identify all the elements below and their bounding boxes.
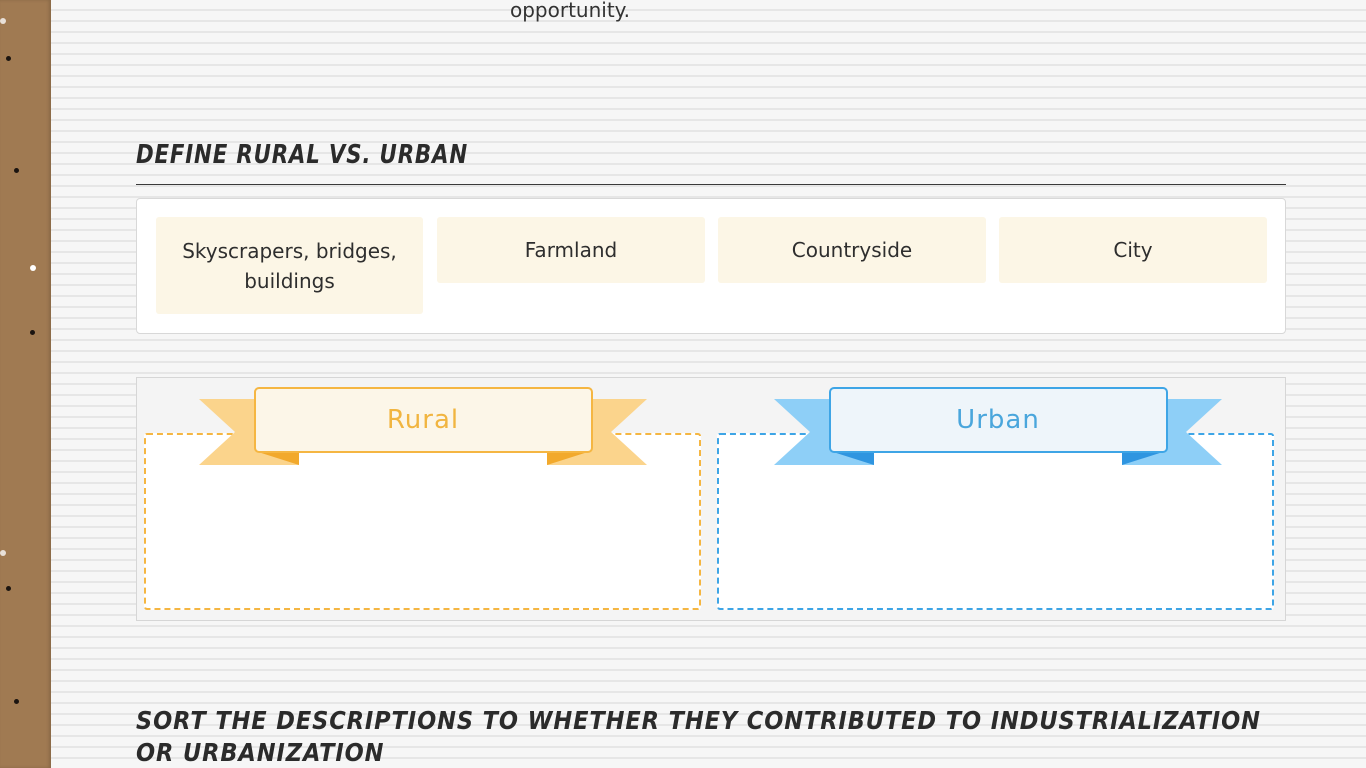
cork-speck <box>6 56 11 61</box>
draggable-card-countryside[interactable]: Countryside <box>718 217 986 283</box>
card-bank: Skyscrapers, bridges, buildings Farmland… <box>136 198 1286 334</box>
heading-divider <box>136 184 1286 185</box>
ribbon-shape <box>199 387 647 465</box>
define-section-heading: Define Rural vs. Urban <box>136 140 468 170</box>
cork-speck <box>0 18 6 24</box>
cork-speck <box>30 265 36 271</box>
rural-ribbon-banner: Rural <box>199 387 647 467</box>
cork-speck <box>14 699 19 704</box>
cork-speck <box>14 168 19 173</box>
draggable-card-city[interactable]: City <box>999 217 1267 283</box>
cork-speck <box>0 550 6 556</box>
cork-speck <box>6 586 11 591</box>
previous-section-text: opportunity. <box>510 0 631 22</box>
urban-ribbon-banner: Urban <box>774 387 1222 467</box>
draggable-card-farmland[interactable]: Farmland <box>437 217 705 283</box>
draggable-card-skyscrapers[interactable]: Skyscrapers, bridges, buildings <box>156 217 423 314</box>
cork-speck <box>30 330 35 335</box>
rural-category-label: Rural <box>386 405 460 435</box>
cork-board-margin <box>0 0 51 768</box>
ribbon-shape <box>774 387 1222 465</box>
urban-category-label: Urban <box>956 405 1040 435</box>
sort-section-heading: Sort the descriptions to whether they co… <box>136 706 1261 767</box>
